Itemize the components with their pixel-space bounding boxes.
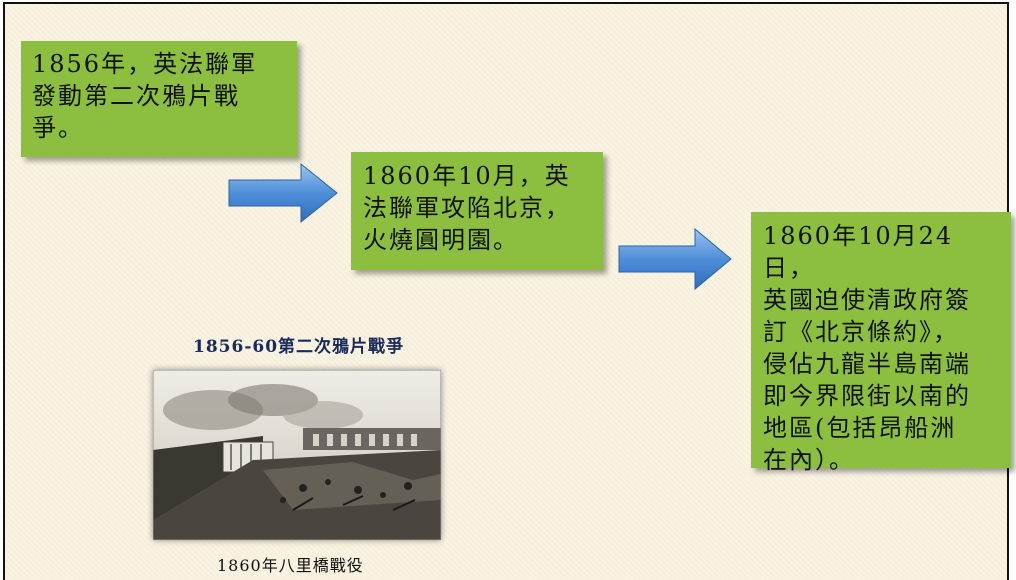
photo-caption: 1860年八里橋戰役 (217, 556, 364, 575)
event-1860-oct-24-box: 1860年10月24日， 英國迫使清政府簽 訂《北京條約》， 侵佔九龍半島南端 … (751, 212, 1011, 474)
right-arrow-icon (618, 227, 732, 291)
event-1860-oct-box: 1860年10月，英 法聯軍攻陷北京， 火燒圓明園。 (351, 152, 603, 270)
event-1856-box: 1856年，英法聯軍 發動第二次鴉片戰 爭。 (21, 41, 297, 157)
photo-title: 1856-60第二次鴉片戰爭 (193, 337, 405, 357)
slide-frame: 1856年，英法聯軍 發動第二次鴉片戰 爭。 1860年10月，英 法聯軍攻陷北… (3, 2, 1011, 580)
battle-engraving-image (153, 370, 441, 540)
right-arrow-icon (228, 162, 338, 224)
